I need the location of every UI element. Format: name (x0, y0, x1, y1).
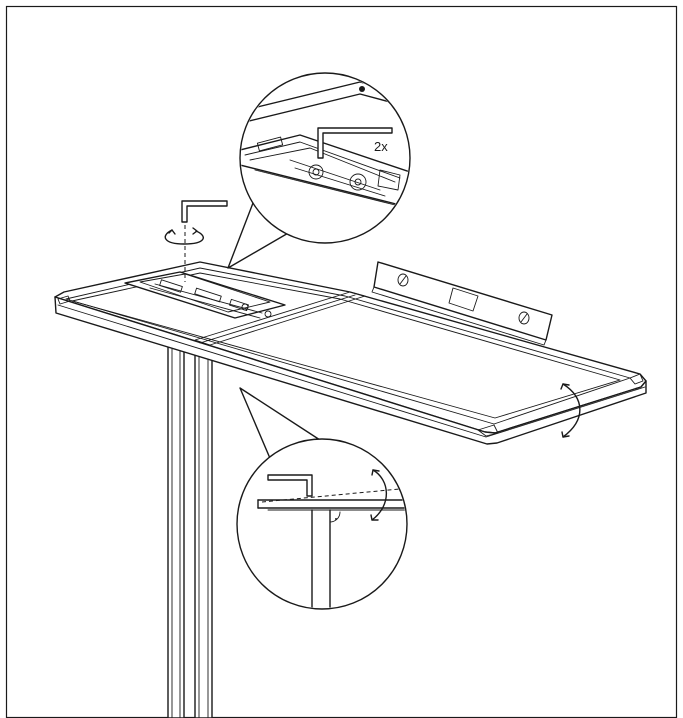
callout-bottom (236, 387, 408, 610)
callout-top: 2x (227, 72, 411, 269)
rotation-arrow-icon (164, 227, 204, 245)
spirit-level-icon (371, 261, 553, 346)
tilt-arrow-icon (560, 383, 581, 438)
allen-key-icon-bottom (267, 474, 313, 497)
frame-mechanism (124, 271, 286, 319)
allen-key-icon-callout (317, 127, 393, 159)
desk-leg (167, 344, 213, 718)
quantity-label: 2x (374, 139, 388, 154)
adjust-arrow-icon (371, 469, 387, 521)
allen-key-icon (181, 200, 228, 223)
